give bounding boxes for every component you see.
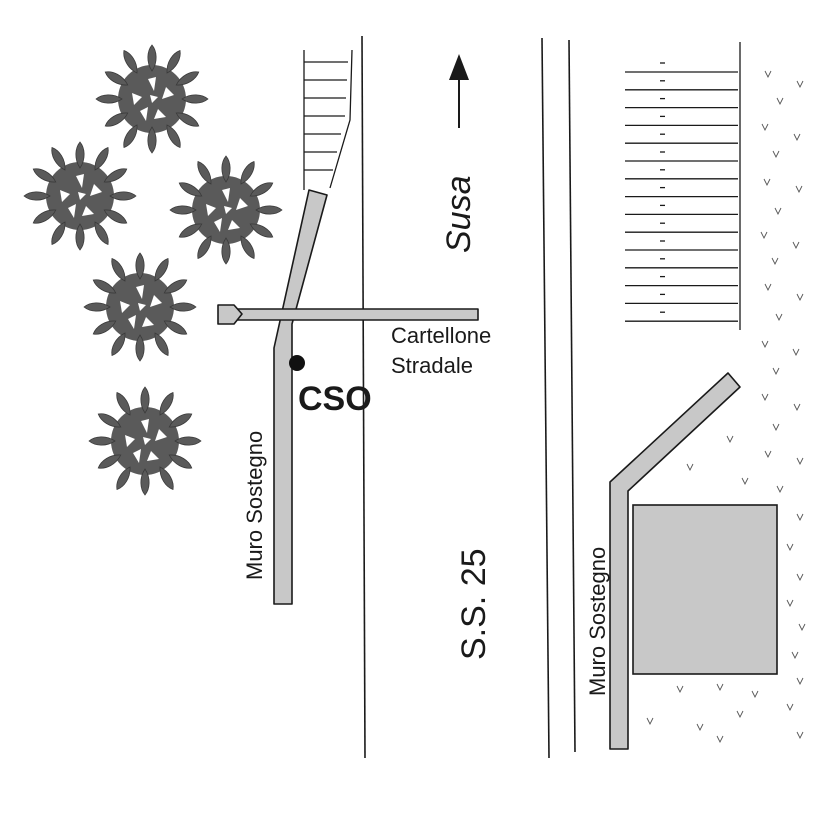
grass-tuft-icon xyxy=(792,241,800,249)
grass-tuft-icon xyxy=(796,513,804,521)
sign-label-line2: Stradale xyxy=(391,353,473,378)
grass-tuft-icon xyxy=(741,477,749,485)
grass-tuft-icon xyxy=(786,543,794,551)
grass-tuft-icon xyxy=(761,393,769,401)
tree-group xyxy=(24,45,282,495)
direction-label: Susa xyxy=(440,176,478,254)
grass-tuft-icon xyxy=(775,313,783,321)
arrow-up-icon xyxy=(449,54,469,128)
tree-icon xyxy=(170,156,282,264)
grass-tuft-icon xyxy=(798,623,806,631)
grass-tuft-icon xyxy=(774,207,782,215)
grass-tuft-icon xyxy=(771,257,779,265)
grass-tuft-icon xyxy=(751,690,759,698)
grass-tuft-icon xyxy=(796,573,804,581)
road-sign-board xyxy=(229,308,479,321)
grass-tuft-icon xyxy=(796,677,804,685)
road-label: S.S. 25 xyxy=(455,548,493,660)
grass-tuft-icon xyxy=(772,423,780,431)
grass-tuft-icon xyxy=(796,293,804,301)
grass-tuft-icon xyxy=(764,70,772,78)
tree-icon xyxy=(84,253,196,361)
grass-tuft-icon xyxy=(786,703,794,711)
grass-tuft-icon xyxy=(760,231,768,239)
grass-tuft-icon xyxy=(763,178,771,186)
grass-tuft-icon xyxy=(736,710,744,718)
grass-tuft-icon xyxy=(796,731,804,739)
grass-tuft-icon xyxy=(686,463,694,471)
point-marker-icon xyxy=(289,355,305,371)
grass-tuft-icon xyxy=(776,485,784,493)
grass-tuft-icon xyxy=(696,723,704,731)
left-wall-label: Muro Sostegno xyxy=(242,431,267,580)
grass-tuft-icon xyxy=(772,150,780,158)
tree-icon xyxy=(24,142,136,250)
grass-tuft-icon xyxy=(764,450,772,458)
road-edge-left xyxy=(361,35,366,759)
grass-tuft-icon xyxy=(786,599,794,607)
grass-tuft-icon xyxy=(796,80,804,88)
grass-tuft-icon xyxy=(772,367,780,375)
grass-tuft-icon xyxy=(646,717,654,725)
grass-tuft-icon xyxy=(792,348,800,356)
road-edge-right-2 xyxy=(568,39,576,753)
grass-tuft-icon xyxy=(793,133,801,141)
tree-icon xyxy=(96,45,208,153)
grass-tuft-icon xyxy=(791,651,799,659)
tree-icon xyxy=(89,387,201,495)
right-retaining-wall xyxy=(609,372,741,750)
grass-tuft-icon xyxy=(764,283,772,291)
building xyxy=(632,504,778,675)
right-wall-label: Muro Sostegno xyxy=(585,547,610,696)
road-sign xyxy=(217,304,479,325)
sign-label-line1: Cartellone xyxy=(391,323,491,348)
road-lines xyxy=(361,35,576,759)
grass-tuft-icon xyxy=(776,97,784,105)
grass-tuft-icon xyxy=(761,340,769,348)
grass-tuft-icon xyxy=(793,403,801,411)
grass-tuft-icon xyxy=(716,735,724,743)
left-retaining-wall xyxy=(273,189,328,605)
grass-tuft-icon xyxy=(726,435,734,443)
road-sign-post xyxy=(217,304,243,325)
right-hatched-area xyxy=(625,42,741,330)
road-edge-right-1 xyxy=(541,37,550,759)
grass-tuft-icon xyxy=(761,123,769,131)
grass-tuft-icon xyxy=(795,185,803,193)
grass-tuft-icon xyxy=(796,457,804,465)
grass-tuft-icon xyxy=(676,685,684,693)
left-hatched-slope xyxy=(303,49,353,190)
point-label: CSO xyxy=(298,380,372,418)
grass-tuft-icon xyxy=(716,683,724,691)
